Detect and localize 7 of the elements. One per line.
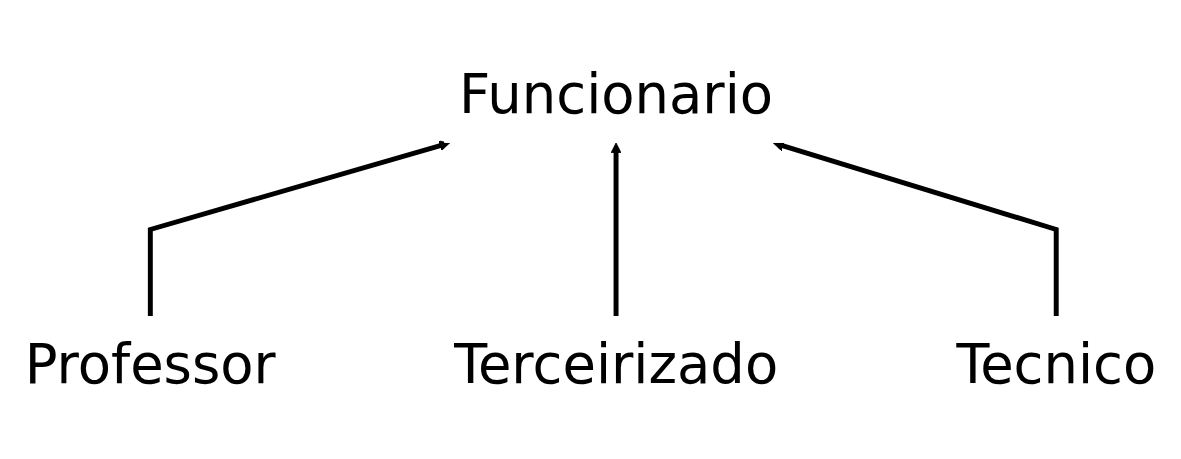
arrow bbox=[773, 140, 1059, 317]
node-text: Terceirizado bbox=[453, 332, 779, 396]
node-text: Professor bbox=[24, 332, 276, 396]
node-text: Funcionario bbox=[459, 62, 774, 126]
arrow bbox=[610, 142, 622, 317]
node-text: Tecnico bbox=[956, 332, 1157, 396]
arrow bbox=[147, 140, 450, 317]
